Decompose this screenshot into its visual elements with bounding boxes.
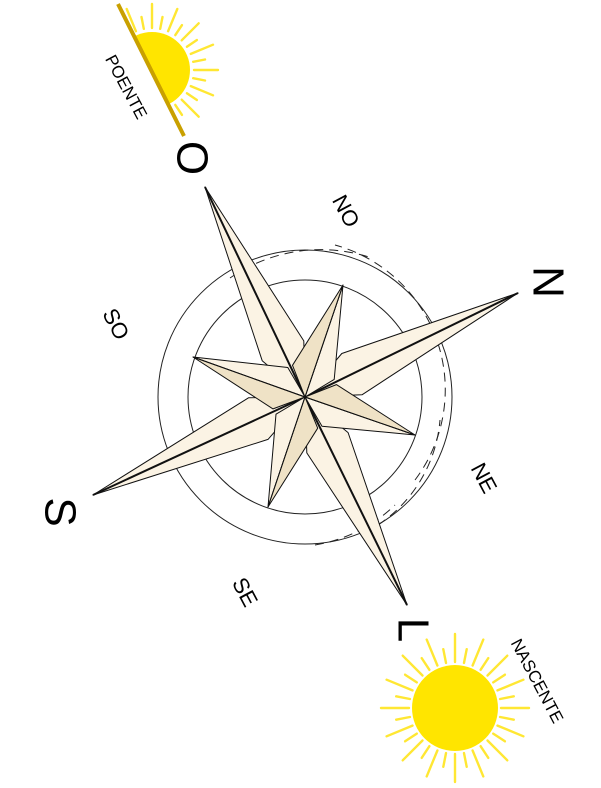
sun-ray: [405, 675, 417, 683]
sun-ray: [107, 40, 117, 47]
sun-ray: [473, 751, 484, 777]
sun-ray: [91, 45, 113, 54]
sun-ray: [498, 680, 524, 691]
sun-ray: [488, 741, 508, 761]
sun-ray: [105, 100, 122, 117]
sun-ray: [403, 656, 423, 676]
sun-ray: [493, 675, 505, 683]
label-southwest: SO: [97, 304, 134, 344]
sun-ray: [91, 86, 113, 95]
sun-ray: [498, 726, 524, 737]
label-east: L: [389, 618, 438, 642]
sun-ray: [160, 17, 162, 29]
sun-ray: [464, 753, 467, 767]
sun-ray: [187, 40, 197, 47]
label-north: N: [524, 266, 573, 298]
label-south: S: [36, 497, 85, 526]
sun-ray: [500, 717, 514, 720]
sunrise-icon: [381, 634, 529, 782]
sunset-icon: [86, 4, 218, 136]
sun-ray: [403, 741, 423, 761]
sun-ray: [473, 640, 484, 666]
sun-ray: [182, 100, 199, 117]
sun-ray: [105, 23, 122, 40]
sun-ray: [175, 105, 182, 115]
sunrise-sun-disc: [412, 665, 498, 751]
sun-ray: [193, 78, 205, 80]
sun-ray: [443, 753, 446, 767]
sun-ray: [405, 734, 417, 742]
sun-ray: [396, 717, 410, 720]
sun-ray: [187, 93, 197, 100]
sun-ray: [500, 696, 514, 699]
sun-ray: [160, 111, 162, 123]
sun-ray: [396, 696, 410, 699]
sun-ray: [493, 734, 505, 742]
sun-ray: [427, 751, 438, 777]
sun-ray: [481, 746, 489, 758]
label-sunrise: NASCENTE: [507, 636, 567, 727]
sun-ray: [182, 23, 199, 40]
label-northwest: NO: [327, 191, 365, 232]
label-southeast: SE: [227, 573, 263, 611]
sun-ray: [427, 640, 438, 666]
label-west: O: [168, 141, 217, 175]
sun-ray: [142, 17, 144, 29]
sun-ray: [107, 93, 117, 100]
sun-ray: [191, 45, 213, 54]
sun-ray: [387, 726, 413, 737]
sun-ray: [193, 60, 205, 62]
sun-ray: [387, 680, 413, 691]
label-sunset: POENTE: [101, 52, 151, 123]
sun-ray: [175, 25, 182, 35]
sun-ray: [488, 656, 508, 676]
sun-ray: [191, 86, 213, 95]
sun-ray: [481, 658, 489, 670]
sun-ray: [422, 658, 430, 670]
sun-ray: [443, 649, 446, 663]
sun-ray: [464, 649, 467, 663]
sun-ray: [168, 9, 177, 31]
sun-ray: [99, 78, 111, 80]
label-northeast: NE: [466, 459, 502, 498]
sun-ray: [422, 746, 430, 758]
